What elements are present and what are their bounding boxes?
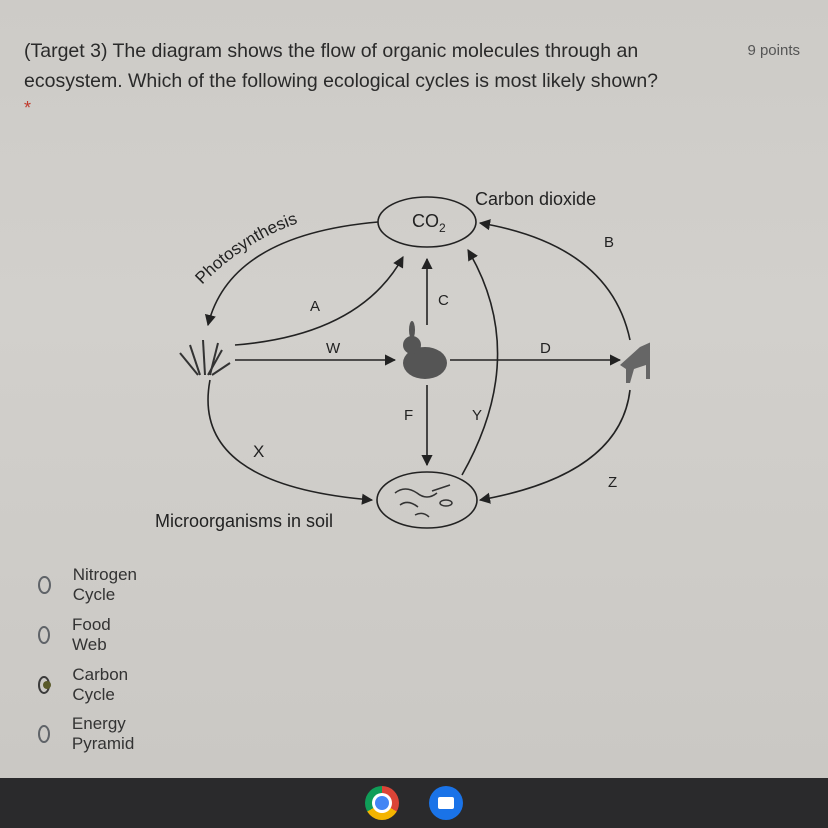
microorganisms-label: Microorganisms in soil: [155, 511, 333, 531]
option-label: Nitrogen Cycle: [72, 565, 137, 604]
arrow-label-z: Z: [608, 474, 617, 491]
question-card: (Target 3) The diagram shows the flow of…: [0, 0, 828, 778]
carbon-cycle-diagram: CO2 Carbon dioxide Microorganisms in soi…: [155, 189, 650, 531]
radio-button-selected[interactable]: [38, 676, 52, 694]
option-label: Carbon Cycle: [72, 665, 129, 704]
soil-node: [376, 471, 478, 529]
option-nitrogen-cycle[interactable]: Nitrogen Cycle: [38, 565, 142, 604]
option-food-web[interactable]: Food Web: [38, 615, 117, 654]
chrome-icon[interactable]: [365, 786, 399, 820]
taskbar: [0, 778, 828, 828]
wolf-icon: [620, 342, 650, 383]
rabbit-icon: [403, 321, 447, 379]
files-icon[interactable]: [429, 786, 463, 820]
photosynthesis-label: Photosynthesis: [191, 209, 299, 288]
option-energy-pyramid[interactable]: Energy Pyramid: [38, 714, 140, 753]
arrow-label-w: W: [326, 340, 341, 357]
arrow-label-b: B: [604, 234, 614, 251]
option-label: Energy Pyramid: [71, 714, 135, 753]
option-carbon-cycle[interactable]: Carbon Cycle: [38, 665, 134, 704]
plant-icon: [179, 339, 231, 376]
points-label: 9 points: [747, 42, 800, 59]
arrow-label-y: Y: [472, 407, 482, 424]
arrow-label-d: D: [540, 340, 551, 357]
co2-label: CO2: [412, 211, 446, 235]
required-mark: *: [24, 98, 32, 118]
question-title: (Target 3) The diagram shows the flow of…: [24, 40, 659, 92]
arrow-label-x: X: [253, 442, 264, 461]
radio-button[interactable]: [38, 725, 50, 743]
carbon-dioxide-label: Carbon dioxide: [475, 189, 596, 209]
option-label: Food Web: [72, 615, 111, 654]
radio-button[interactable]: [38, 626, 51, 644]
arrow-label-f: F: [404, 407, 413, 424]
arrow-label-a: A: [310, 298, 320, 315]
arrow-label-c: C: [438, 292, 449, 309]
radio-button[interactable]: [38, 576, 51, 594]
microorganisms-icon: [394, 484, 453, 518]
